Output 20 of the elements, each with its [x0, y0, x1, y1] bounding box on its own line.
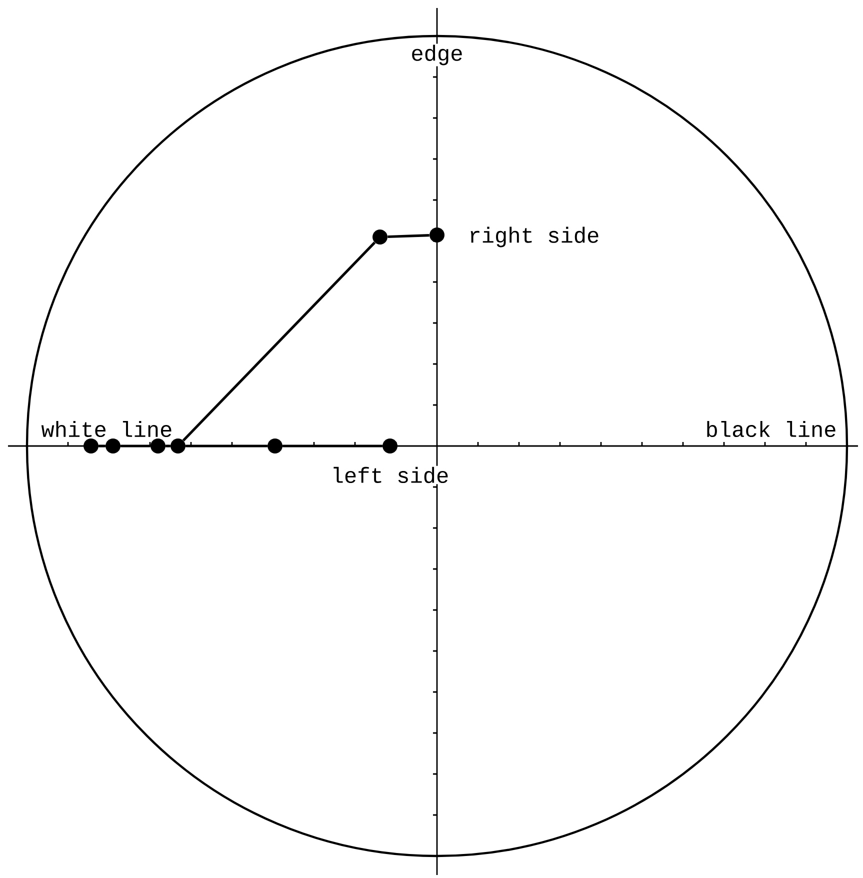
line-segment — [186, 444, 268, 448]
line-segment — [182, 242, 376, 442]
line-segment — [166, 444, 170, 448]
axis-label: edge — [410, 44, 464, 66]
line-segment — [98, 444, 106, 448]
dot — [170, 438, 186, 454]
axis-label: black line — [704, 420, 838, 438]
dot — [430, 228, 444, 242]
line-segment — [282, 444, 382, 448]
axis-label: left side — [330, 466, 450, 484]
dot — [150, 438, 166, 454]
axis-label: right side — [467, 226, 601, 248]
axis-label: white line — [40, 420, 174, 438]
dot — [106, 438, 120, 454]
dot — [268, 438, 282, 454]
dot — [382, 438, 398, 454]
dot — [372, 230, 388, 244]
dot — [84, 438, 98, 454]
line-segment — [388, 234, 430, 238]
line-segment — [120, 444, 150, 448]
